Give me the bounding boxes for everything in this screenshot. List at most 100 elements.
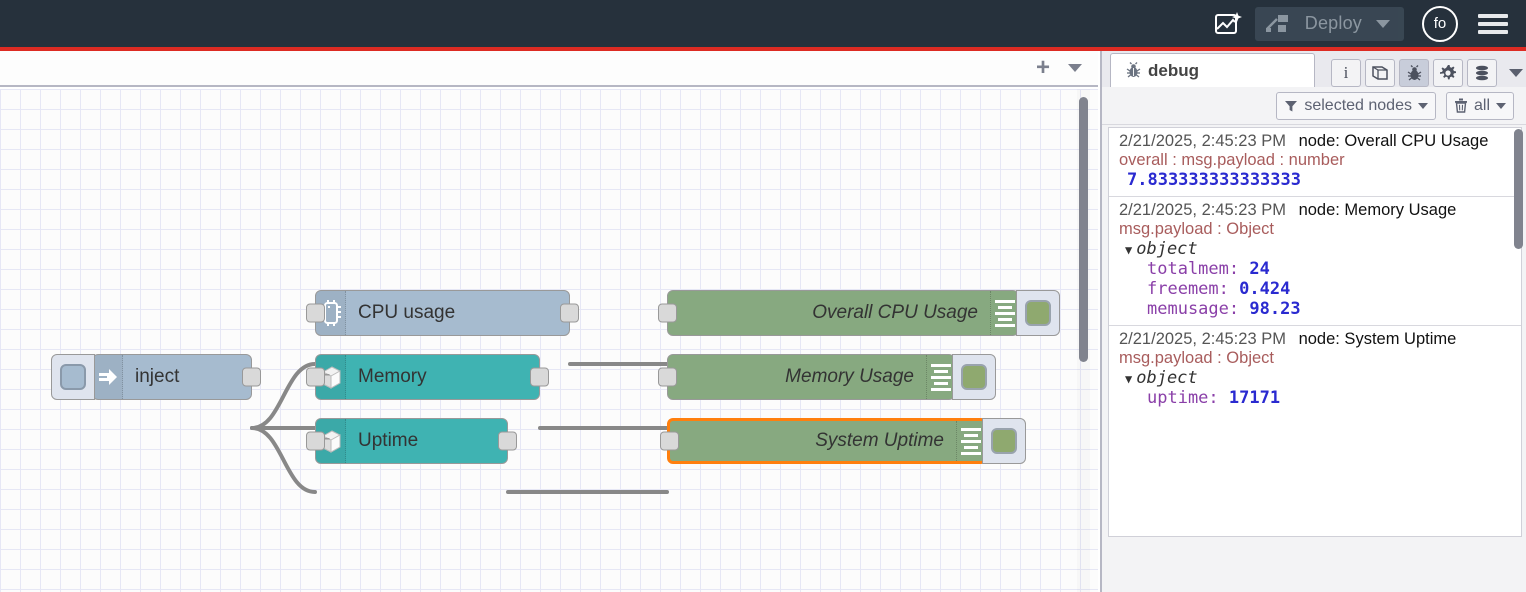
node-memory-usage[interactable]: Memory Usage xyxy=(658,354,996,400)
output-port[interactable] xyxy=(242,367,261,387)
property-value: 98.23 xyxy=(1249,299,1301,319)
plus-icon[interactable]: + xyxy=(1035,54,1050,81)
filter-selected-nodes[interactable]: selected nodes xyxy=(1276,91,1436,120)
output-port[interactable] xyxy=(560,303,579,323)
debug-message-header: 2/21/2025, 2:45:23 PM node: System Uptim… xyxy=(1119,330,1521,349)
object-label: object xyxy=(1136,368,1198,388)
node-system-uptime[interactable]: System Uptime xyxy=(660,418,1026,464)
property-key: uptime xyxy=(1147,388,1209,408)
clear-all-button[interactable]: all xyxy=(1445,91,1514,120)
node-overall-cpu-usage[interactable]: Overall CPU Usage xyxy=(658,290,1060,336)
debug-button-inner xyxy=(991,428,1017,454)
chevron-down-icon[interactable] xyxy=(1068,64,1082,72)
hamburger-menu-icon[interactable] xyxy=(1478,10,1508,38)
info-icon[interactable]: i xyxy=(1331,59,1361,87)
server-icon xyxy=(316,355,346,399)
debug-enable-button[interactable] xyxy=(952,354,996,400)
debug-lines-icon xyxy=(990,291,1018,335)
chevron-down-icon[interactable] xyxy=(1496,102,1506,109)
sidebar: debug i xyxy=(1100,51,1526,592)
debug-message-list[interactable]: 2/21/2025, 2:45:23 PM node: Overall CPU … xyxy=(1108,127,1522,537)
debug-timestamp: 2/21/2025, 2:45:23 PM xyxy=(1119,201,1286,219)
debug-filter-row: selected nodes all xyxy=(1102,87,1526,125)
deploy-button[interactable]: Deploy xyxy=(1254,6,1404,41)
deploy-icon xyxy=(1265,14,1288,32)
debug-value: 7.833333333333333 xyxy=(1127,170,1301,190)
debug-vertical-scrollbar[interactable] xyxy=(1514,129,1523,249)
input-port[interactable] xyxy=(306,431,325,451)
trash-icon xyxy=(1454,98,1467,113)
debug-source-node: node: Overall CPU Usage xyxy=(1298,132,1489,150)
header-accent-line xyxy=(0,47,1526,51)
canvas-vertical-scrollbar[interactable] xyxy=(1079,97,1088,362)
debug-timestamp: 2/21/2025, 2:45:23 PM xyxy=(1119,330,1286,348)
node-uptime[interactable]: Uptime xyxy=(306,418,517,464)
bug-icon xyxy=(1126,62,1141,78)
property-key: totalmem xyxy=(1147,259,1229,279)
input-port[interactable] xyxy=(660,431,679,451)
triangle-down-icon[interactable]: ▼ xyxy=(1125,243,1133,257)
wires-layer xyxy=(250,361,669,495)
node-inject[interactable]: inject xyxy=(51,354,261,400)
flow-canvas[interactable]: inject xyxy=(0,89,1098,592)
node-label: System Uptime xyxy=(815,430,944,451)
chevron-down-icon[interactable] xyxy=(1376,19,1390,28)
debug-topic: msg.payload : Object xyxy=(1119,349,1274,367)
node-label: Memory Usage xyxy=(785,366,914,387)
node-label: Uptime xyxy=(358,430,419,451)
debug-message[interactable]: 2/21/2025, 2:45:23 PM node: Memory Usage… xyxy=(1109,197,1521,326)
sidebar-tools: i xyxy=(1331,59,1523,87)
object-property: uptime: 17171 xyxy=(1147,388,1281,408)
avatar[interactable]: fo xyxy=(1422,5,1458,42)
input-port[interactable] xyxy=(306,367,325,387)
workspace: + xyxy=(0,51,1098,592)
arrow-right-icon xyxy=(93,355,123,399)
deploy-label: Deploy xyxy=(1304,13,1362,33)
input-port[interactable] xyxy=(658,303,677,323)
flow-tab-bar: + xyxy=(0,51,1098,87)
chevron-down-icon[interactable] xyxy=(1509,69,1523,77)
triangle-down-icon[interactable]: ▼ xyxy=(1125,372,1133,386)
input-port[interactable] xyxy=(306,303,325,323)
help-book-icon[interactable] xyxy=(1365,59,1395,87)
app-header: Deploy fo xyxy=(0,0,1526,47)
tab-debug-label: debug xyxy=(1148,60,1199,80)
object-expander[interactable]: ▼object xyxy=(1119,368,1521,388)
debug-topic: overall : msg.payload : number xyxy=(1119,151,1345,169)
debug-source-node: node: Memory Usage xyxy=(1298,201,1457,219)
context-data-icon[interactable] xyxy=(1467,59,1497,87)
node-label: inject xyxy=(135,366,180,387)
node-label: Memory xyxy=(358,366,427,387)
property-value: 17171 xyxy=(1228,388,1281,408)
chevron-down-icon[interactable] xyxy=(1417,102,1428,109)
sidebar-tab-row: debug i xyxy=(1102,51,1526,87)
property-key: memusage xyxy=(1147,299,1229,319)
property-value: 0.424 xyxy=(1239,279,1291,299)
debug-message[interactable]: 2/21/2025, 2:45:23 PM node: System Uptim… xyxy=(1109,326,1521,414)
inject-trigger-button[interactable] xyxy=(51,354,95,400)
tab-debug[interactable]: debug xyxy=(1110,53,1315,87)
node-label: Overall CPU Usage xyxy=(812,302,978,323)
node-cpu-usage[interactable]: CPU usage xyxy=(306,290,579,336)
debug-timestamp: 2/21/2025, 2:45:23 PM xyxy=(1119,132,1286,150)
debug-button-inner xyxy=(961,364,987,390)
debug-enable-button[interactable] xyxy=(1016,290,1060,336)
debug-bug-icon[interactable] xyxy=(1399,59,1429,87)
debug-enable-button[interactable] xyxy=(982,418,1026,464)
image-sparkle-icon[interactable] xyxy=(1207,4,1249,44)
debug-source-node: node: System Uptime xyxy=(1298,330,1457,348)
debug-message[interactable]: 2/21/2025, 2:45:23 PM node: Overall CPU … xyxy=(1109,128,1521,197)
debug-lines-icon xyxy=(956,421,984,461)
object-expander[interactable]: ▼object xyxy=(1119,239,1521,259)
output-port[interactable] xyxy=(530,367,549,387)
input-port[interactable] xyxy=(658,367,677,387)
server-icon xyxy=(316,419,346,463)
config-gear-icon[interactable] xyxy=(1433,59,1463,87)
debug-topic: msg.payload : Object xyxy=(1119,220,1274,238)
debug-lines-icon xyxy=(926,355,954,399)
output-port[interactable] xyxy=(498,431,517,451)
object-property: totalmem: 24 xyxy=(1147,259,1270,279)
clear-all-label: all xyxy=(1473,96,1490,114)
node-label: CPU usage xyxy=(358,302,456,323)
node-memory[interactable]: Memory xyxy=(306,354,549,400)
